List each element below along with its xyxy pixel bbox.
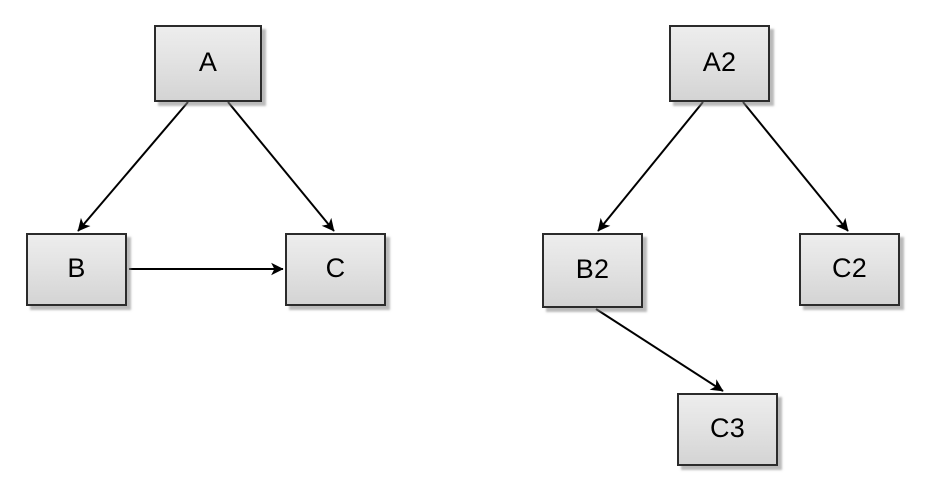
node-b[interactable]: B bbox=[26, 233, 127, 306]
node-label-a2: A2 bbox=[702, 47, 737, 77]
node-label-c3: C3 bbox=[709, 413, 746, 443]
node-label-c2: C2 bbox=[831, 253, 868, 283]
edge-a-to-c bbox=[227, 101, 335, 232]
node-label-a: A bbox=[198, 47, 218, 77]
node-c[interactable]: C bbox=[285, 233, 386, 306]
node-label-b: B bbox=[67, 253, 86, 283]
node-c2[interactable]: C2 bbox=[799, 233, 900, 306]
edge-a2-to-c2 bbox=[742, 101, 849, 232]
node-b2[interactable]: B2 bbox=[542, 233, 643, 308]
node-label-c: C bbox=[325, 253, 346, 283]
edges-group bbox=[77, 101, 849, 392]
edge-a-to-b bbox=[77, 101, 189, 232]
node-c3[interactable]: C3 bbox=[677, 393, 778, 466]
edge-a2-to-b2 bbox=[597, 101, 704, 232]
node-a[interactable]: A bbox=[154, 25, 262, 102]
node-a2[interactable]: A2 bbox=[669, 25, 770, 102]
node-label-b2: B2 bbox=[575, 254, 610, 284]
edge-b2-to-c3 bbox=[595, 308, 724, 392]
